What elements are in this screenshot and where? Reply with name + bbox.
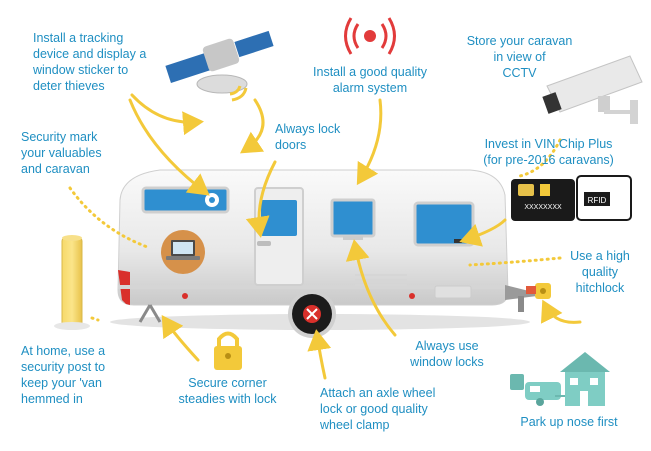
chip-card-icon: XXXXXXXX (511, 179, 575, 221)
tip-tracking: Install a tracking device and display a … (33, 31, 147, 93)
tip-security-post: At home, use a security post to keep you… (21, 344, 106, 406)
arrow-tracking-sticker (128, 98, 210, 196)
door-handle (257, 241, 271, 246)
arrow-hitch-dotted (468, 256, 562, 267)
arrow-security-post (90, 316, 100, 322)
laptop-icon (161, 230, 205, 274)
rfid-text: RFID (588, 196, 607, 205)
window-sticker-icon (205, 193, 219, 207)
chip-serial: XXXXXXXX (524, 204, 562, 211)
arrow-axle (307, 329, 332, 380)
satellite-icon (165, 30, 274, 102)
tip-window-locks: Always use window locks (410, 339, 484, 369)
arrow-tracking-satellite (130, 93, 204, 136)
tip-hitchlock: Use a high quality hitchlock (570, 249, 630, 295)
door-window (261, 200, 297, 236)
arrow-lock-doors (245, 160, 277, 238)
arrow-corner-steadies (161, 315, 200, 362)
caravan-small-icon (510, 374, 565, 406)
tip-axle-lock: Attach an axle wheel lock or good qualit… (320, 386, 436, 432)
tip-security-mark: Security mark your valuables and caravan (21, 130, 102, 176)
arrow-hitchlock (540, 299, 582, 324)
arrow-alarm (356, 98, 383, 186)
side-window (330, 198, 376, 238)
wheel (288, 290, 336, 338)
cctv-camera-icon (542, 55, 643, 124)
arrow-window-locks (345, 239, 397, 337)
arrow-satellite-caravan (240, 98, 265, 154)
tip-nose-first: Park up nose first (520, 415, 618, 429)
dotted-arrows (68, 138, 562, 322)
alarm-icon (344, 17, 396, 55)
arrow-vin (459, 218, 507, 247)
arrow-cctv (518, 138, 562, 178)
tip-vin-chip: Invest in VIN Chip Plus (for pre-2016 ca… (483, 137, 614, 167)
arrow-security-mark (68, 186, 152, 250)
padlock-icon (214, 331, 242, 370)
security-post-icon (54, 235, 90, 330)
tip-corner-steadies: Secure corner steadies with lock (178, 376, 277, 406)
tip-alarm: Install a good quality alarm system (313, 65, 427, 95)
house-icon (560, 352, 610, 406)
tip-lock-doors: Always lock doors (275, 122, 341, 152)
hitchlock-icon (526, 283, 551, 299)
pointer-arrows (128, 93, 582, 380)
rfid-card-icon: RFID (576, 175, 632, 221)
tip-cctv: Store your caravan in view of CCTV (466, 34, 573, 80)
